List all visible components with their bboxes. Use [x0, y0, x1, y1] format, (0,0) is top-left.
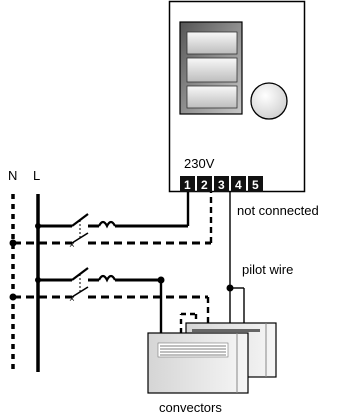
- not-connected-label: not connected: [237, 203, 319, 218]
- circuit-1: ×: [9, 192, 213, 251]
- circuit-2-fuse: [98, 274, 116, 283]
- terminal-3: [214, 176, 229, 192]
- terminal-5: [248, 176, 263, 192]
- terminal-2-label: 2: [201, 178, 208, 192]
- thermostat: 230V: [168, 0, 306, 193]
- pilot-wire-label: pilot wire: [242, 262, 293, 277]
- terminal-block: 1 2 3 4 5: [180, 176, 263, 192]
- terminal-3-label: 3: [218, 178, 225, 192]
- convector-grille: [157, 342, 229, 358]
- convectors-label: convectors: [159, 400, 222, 415]
- thermostat-knob: [250, 82, 288, 120]
- line-label: L: [33, 168, 40, 183]
- terminal-5-label: 5: [252, 178, 259, 192]
- pilot-wire: [226, 192, 245, 335]
- circuit-1-fuse: [98, 220, 116, 229]
- voltage-label: 230V: [184, 156, 215, 171]
- terminal-2: [197, 176, 212, 192]
- terminal-4-label: 4: [235, 178, 242, 192]
- convector-front: [147, 332, 249, 394]
- terminal-1: [180, 176, 195, 192]
- svg-text:×: ×: [69, 294, 75, 305]
- svg-text:×: ×: [69, 240, 75, 251]
- neutral-label: N: [8, 168, 17, 183]
- circuit-2: ×: [9, 267, 210, 335]
- terminal-4: [231, 176, 246, 192]
- terminal-1-label: 1: [184, 178, 191, 192]
